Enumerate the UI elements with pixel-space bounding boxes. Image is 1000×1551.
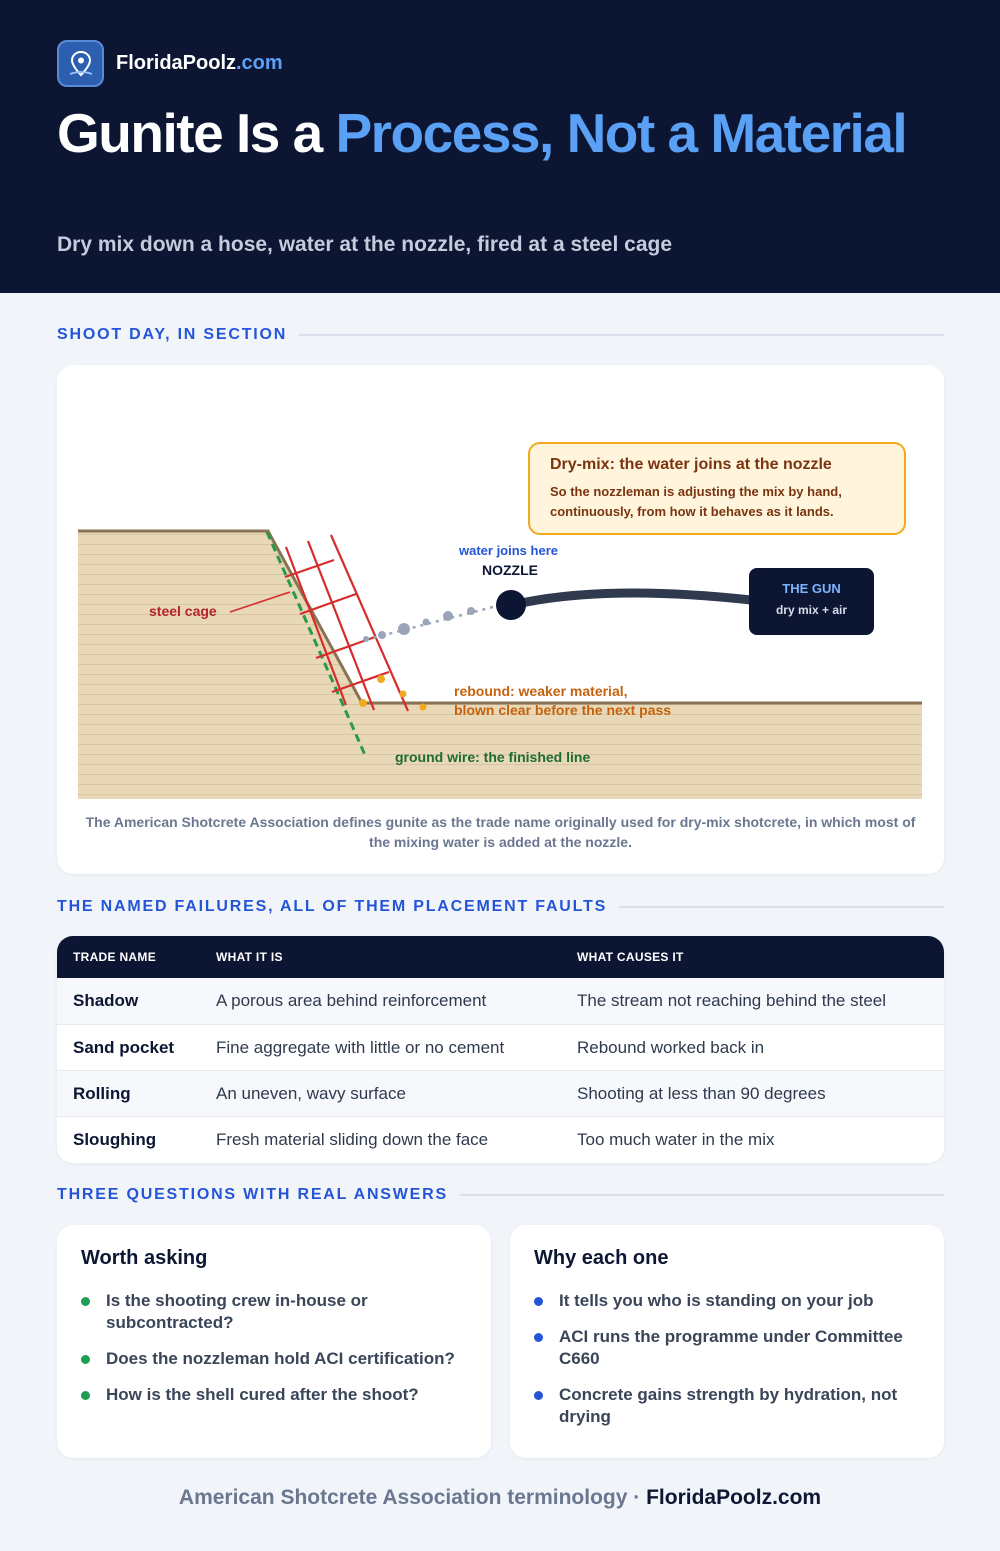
footer-brand-link[interactable]: FloridaPoolz.com <box>646 1486 822 1509</box>
section-diagram-card: Dry-mix: the water joins at the nozzle S… <box>57 365 944 874</box>
table-cell-trade-name: Rolling <box>73 1083 131 1103</box>
table-cell-what-it-is: Fresh material sliding down the face <box>216 1129 489 1149</box>
gun-subtitle: dry mix + air <box>775 603 848 617</box>
table-row: Shadow A porous area behind reinforcemen… <box>57 978 944 1024</box>
gun-box: THE GUN dry mix + air <box>749 568 874 635</box>
table-header-trade-name: TRADE NAME <box>73 950 156 964</box>
gun-title: THE GUN <box>782 581 841 596</box>
list-item: Does the nozzleman hold ACI certificatio… <box>81 1348 467 1370</box>
steel-cage-label: steel cage <box>149 603 217 619</box>
callout-body: So the nozzleman is adjusting the mix by… <box>550 484 842 519</box>
nozzle-icon <box>496 590 526 620</box>
dry-mix-callout: Dry-mix: the water joins at the nozzle S… <box>528 442 906 535</box>
spray-droplets <box>363 607 475 642</box>
list-item: It tells you who is standing on your job <box>534 1290 920 1312</box>
worth-asking-card: Worth asking Is the shooting crew in-hou… <box>57 1225 491 1458</box>
list-item: How is the shell cured after the shoot? <box>81 1384 467 1406</box>
why-each-one-title: Why each one <box>534 1247 669 1269</box>
footer-text: American Shotcrete Association terminolo… <box>178 1486 647 1509</box>
worth-asking-title: Worth asking <box>81 1247 208 1269</box>
table-cell-cause: Too much water in the mix <box>577 1129 775 1149</box>
list-item: ACI runs the programme under Committee C… <box>534 1326 920 1370</box>
why-each-one-card: Why each one It tells you who is standin… <box>510 1225 944 1458</box>
table-header-what-it-is: WHAT IT IS <box>216 950 283 964</box>
section-diagram <box>78 529 922 799</box>
table-cell-trade-name: Sloughing <box>73 1129 157 1149</box>
soil-section <box>78 531 922 799</box>
list-item: Is the shooting crew in-house or subcont… <box>81 1290 467 1334</box>
rebound-particles <box>359 675 427 711</box>
table-row: Sand pocket Fine aggregate with little o… <box>57 1024 944 1070</box>
ground-wire-label: ground wire: the finished line <box>395 749 591 765</box>
table-cell-cause: Rebound worked back in <box>577 1037 765 1057</box>
list-item: Concrete gains strength by hydration, no… <box>534 1384 920 1428</box>
water-joins-label: water joins here <box>459 543 558 558</box>
callout-title: Dry-mix: the water joins at the nozzle <box>550 456 832 473</box>
table-row: Sloughing Fresh material sliding down th… <box>57 1116 944 1162</box>
table-cell-cause: Shooting at less than 90 degrees <box>577 1083 826 1103</box>
table-cell-what-it-is: An uneven, wavy surface <box>216 1083 406 1103</box>
section-heading-failures: THE NAMED FAILURES, ALL OF THEM PLACEMEN… <box>57 898 944 916</box>
table-header-what-causes-it: WHAT CAUSES IT <box>577 950 684 964</box>
table-cell-what-it-is: Fine aggregate with little or no cement <box>216 1037 505 1057</box>
section-heading-shoot-day: SHOOT DAY, IN SECTION <box>57 326 944 344</box>
table-row: Rolling An uneven, wavy surface Shooting… <box>57 1070 944 1116</box>
brand-name: FloridaPoolz.com <box>116 52 283 74</box>
section-heading-questions: THREE QUESTIONS WITH REAL ANSWERS <box>57 1186 944 1204</box>
rebound-label: rebound: weaker material, blown clear be… <box>454 683 672 718</box>
failures-table: TRADE NAME WHAT IT IS WHAT CAUSES IT Sha… <box>57 936 944 1163</box>
page-title: Gunite Is a Process, Not a Material <box>57 102 908 164</box>
hose <box>507 588 756 610</box>
table-cell-trade-name: Shadow <box>73 991 139 1010</box>
table-cell-what-it-is: A porous area behind reinforcement <box>216 991 487 1010</box>
nozzle-label: NOZZLE <box>482 562 538 578</box>
brand[interactable]: FloridaPoolz.com <box>57 40 283 87</box>
table-cell-cause: The stream not reaching behind the steel <box>577 991 887 1010</box>
ground-surface-line <box>78 529 922 705</box>
hero-header: FloridaPoolz.com Gunite Is a Process, No… <box>0 0 1000 293</box>
table-cell-trade-name: Sand pocket <box>73 1037 175 1057</box>
table-header-row: TRADE NAME WHAT IT IS WHAT CAUSES IT <box>57 936 944 978</box>
ground-wire-line <box>265 531 367 756</box>
steel-cage-leader <box>229 591 291 613</box>
page-subtitle: Dry mix down a hose, water at the nozzle… <box>57 233 673 256</box>
diagram-caption: The American Shotcrete Association defin… <box>85 814 916 850</box>
footer: American Shotcrete Association terminolo… <box>0 1486 1000 1510</box>
location-pin-logo-icon <box>57 40 104 87</box>
